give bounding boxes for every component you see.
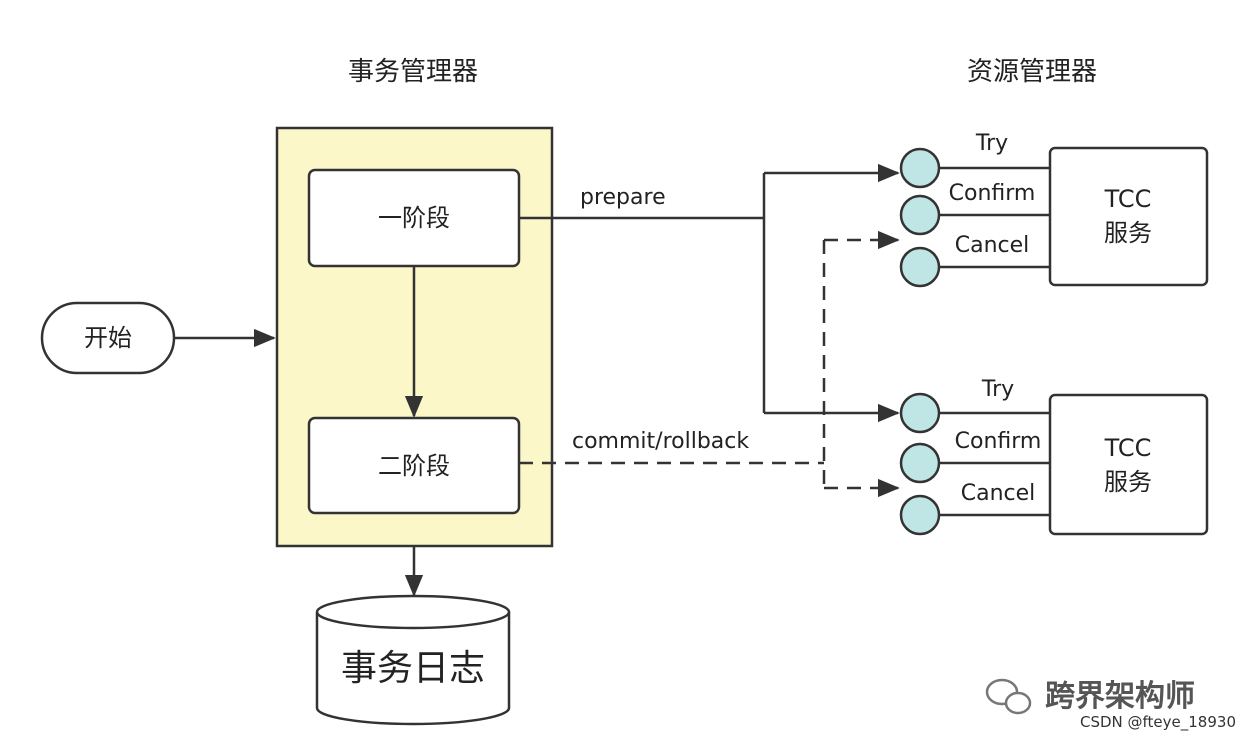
tcc-service-2 <box>899 392 1209 536</box>
tcc-service-2-line2: 服务 <box>1104 468 1152 496</box>
tcc-service-1-line1: TCC <box>1104 185 1152 213</box>
transaction-log-label: 事务日志 <box>341 648 485 689</box>
try-label-1: Try <box>975 131 1008 156</box>
phase-two-box <box>307 416 521 515</box>
confirm-port-1 <box>899 194 941 236</box>
wechat-logo-icon <box>985 678 1032 715</box>
phase-two-label: 二阶段 <box>378 452 450 480</box>
phase-one-label: 一阶段 <box>378 204 450 232</box>
commit-rollback-label: commit/rollback <box>572 429 749 454</box>
try-port-1 <box>899 147 941 189</box>
tcc-service-2-box <box>1048 393 1209 536</box>
confirm-label-1: Confirm <box>949 181 1036 206</box>
watermark-credit: CSDN @fteye_18930 <box>1080 713 1236 732</box>
prepare-label: prepare <box>580 185 666 210</box>
transaction-manager-title: 事务管理器 <box>348 57 478 87</box>
resource-manager-title: 资源管理器 <box>967 57 1097 87</box>
tcc-service-1 <box>899 146 1209 288</box>
tcc-service-1-line2: 服务 <box>1104 219 1152 247</box>
confirm-label-2: Confirm <box>955 429 1042 454</box>
try-port-2 <box>899 392 941 434</box>
cancel-port-1 <box>899 246 941 288</box>
cancel-label-2: Cancel <box>961 481 1036 506</box>
cancel-label-1: Cancel <box>955 233 1030 258</box>
confirm-port-2 <box>899 442 941 484</box>
try-label-2: Try <box>981 377 1014 402</box>
cancel-port-2 <box>899 494 941 536</box>
watermark-brand: 跨界架构师 <box>1045 679 1195 714</box>
transaction-log-cylinder <box>315 594 511 726</box>
tcc-service-1-box <box>1048 146 1209 287</box>
tcc-service-2-line1: TCC <box>1104 434 1152 462</box>
start-label: 开始 <box>84 324 132 352</box>
